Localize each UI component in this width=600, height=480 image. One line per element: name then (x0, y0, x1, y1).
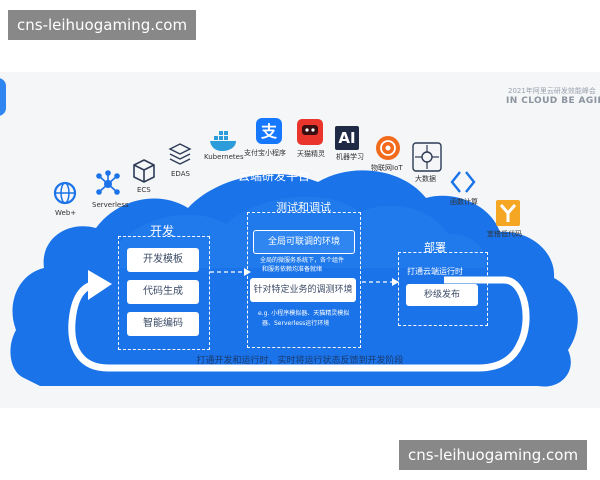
tmall-genie-icon (297, 119, 323, 145)
feedback-caption: 打通开发和运行时，实时将运行状态反馈到开发阶段 (196, 356, 404, 366)
feedback-arrowhead (88, 270, 112, 300)
icon-label-web: Web+ (55, 209, 77, 217)
yida-lowcode-icon (496, 200, 520, 226)
iot-icon (376, 136, 400, 160)
dev-template-item: 开发模板 (127, 248, 199, 272)
icon-label-function-compute: 函数计算 (450, 198, 478, 206)
kubernetes-whale-icon (210, 131, 236, 151)
icon-label-iot: 物联网IoT (371, 164, 403, 172)
icon-label-ecs: ECS (137, 186, 151, 194)
serverless-molecule-icon (96, 170, 120, 195)
svg-text:支: 支 (260, 122, 278, 141)
watermark-bottom: cns-leihuogaming.com (399, 440, 588, 470)
specific-env-item: 针对特定业务的调测环境 (250, 278, 356, 302)
event-slogan: IN CLOUD BE AGILE (506, 96, 600, 106)
specific-env-note-line1: e.g. 小程序模拟器、天猫精灵模拟 (258, 310, 350, 317)
deploy-subtitle: 打通云端运行时 (407, 267, 463, 276)
watermark-top: cns-leihuogaming.com (8, 10, 197, 40)
globe-network-icon (53, 181, 77, 205)
platform-title: 云端研发平台 (238, 169, 311, 183)
debug-section-box (247, 212, 361, 348)
global-env-note-line1: 全局的微服务系统下，各个组件 (260, 257, 345, 264)
smart-coding-item: 智能编码 (127, 312, 199, 336)
icon-label-ai: 机器学习 (336, 153, 364, 161)
deploy-section-title: 部署 (424, 241, 446, 254)
icon-label-alipay: 支付宝小程序 (244, 149, 286, 157)
function-compute-icon (450, 171, 476, 193)
global-env-item: 全局可联调的环境 (253, 230, 355, 254)
banner-image: 2021年阿里云研发效能峰会 IN CLOUD BE AGILE Web+ Se… (0, 72, 600, 408)
icon-label-big-data: 大数据 (415, 175, 436, 183)
icon-label-tmall-genie: 天猫精灵 (297, 150, 325, 158)
connector-arrowhead-2 (392, 278, 399, 286)
icon-label-kubernetes: Kubernetes (204, 153, 244, 161)
icon-label-yida: 宜搭低代码 (487, 230, 522, 238)
alipay-icon: 支 (256, 118, 282, 144)
develop-section-box (118, 236, 210, 350)
feedback-loop-arrow (68, 276, 530, 372)
icon-label-edas: EDAS (171, 170, 190, 178)
edas-stack-icon (168, 143, 192, 165)
event-subtitle: 2021年阿里云研发效能峰会 (508, 87, 596, 95)
code-generation-item: 代码生成 (127, 280, 199, 304)
ai-icon: AI (335, 126, 359, 150)
debug-section-title: 测试和调试 (276, 201, 331, 214)
deploy-section-box (398, 252, 488, 326)
left-edge-tab (0, 78, 6, 116)
big-data-icon (412, 142, 442, 172)
ecs-cube-icon (133, 159, 155, 183)
develop-section-title: 开发 (150, 224, 175, 238)
specific-env-note-line2: 器、Serverless运行环境 (262, 320, 330, 327)
icon-label-serverless: Serverless (92, 201, 129, 209)
global-env-note-line2: 和服务依赖均准备就绪 (262, 266, 323, 273)
instant-release-item: 秒级发布 (406, 284, 478, 306)
